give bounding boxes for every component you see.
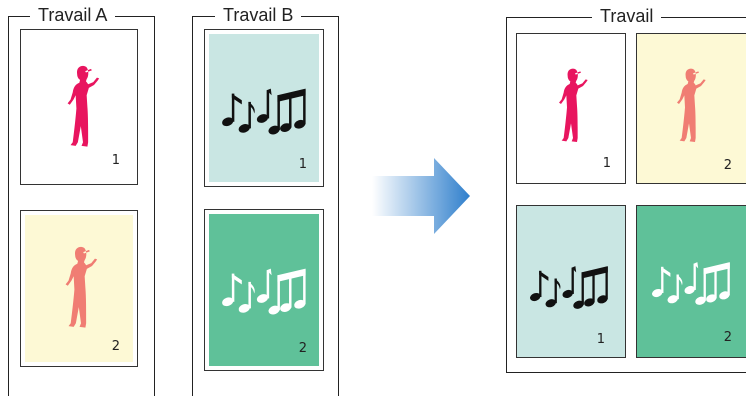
job-a-page-1: 1 — [20, 29, 138, 185]
result-page-b1: 1 — [516, 205, 626, 358]
page-number: 2 — [723, 158, 732, 173]
result-page-a2: 2 — [636, 33, 746, 184]
music-notes-icon — [219, 82, 311, 140]
job-b-page-1: 1 — [204, 29, 324, 187]
singer-silhouette-icon — [59, 233, 103, 343]
singer-silhouette-icon — [553, 56, 593, 156]
result-page-a1: 1 — [516, 33, 626, 184]
page-number: 1 — [111, 153, 120, 168]
job-a-page-2: 2 — [20, 210, 138, 367]
job-b-page-2: 2 — [204, 209, 324, 371]
page-number: 1 — [298, 157, 307, 172]
right-arrow-icon — [372, 158, 470, 234]
job-a-title: Travail A — [30, 5, 116, 25]
result-page-b2: 2 — [636, 205, 746, 358]
singer-silhouette-icon — [61, 52, 105, 162]
page-number: 2 — [723, 330, 732, 345]
music-notes-icon — [219, 262, 311, 320]
singer-silhouette-icon — [671, 56, 711, 156]
page-number: 1 — [596, 332, 605, 347]
page-number: 2 — [298, 341, 307, 356]
job-b-title: Travail B — [215, 5, 302, 25]
result-title: Travail — [592, 6, 662, 26]
page-number: 2 — [111, 339, 120, 354]
music-notes-icon — [649, 256, 735, 310]
page-number: 1 — [602, 156, 611, 171]
music-notes-icon — [527, 260, 613, 314]
